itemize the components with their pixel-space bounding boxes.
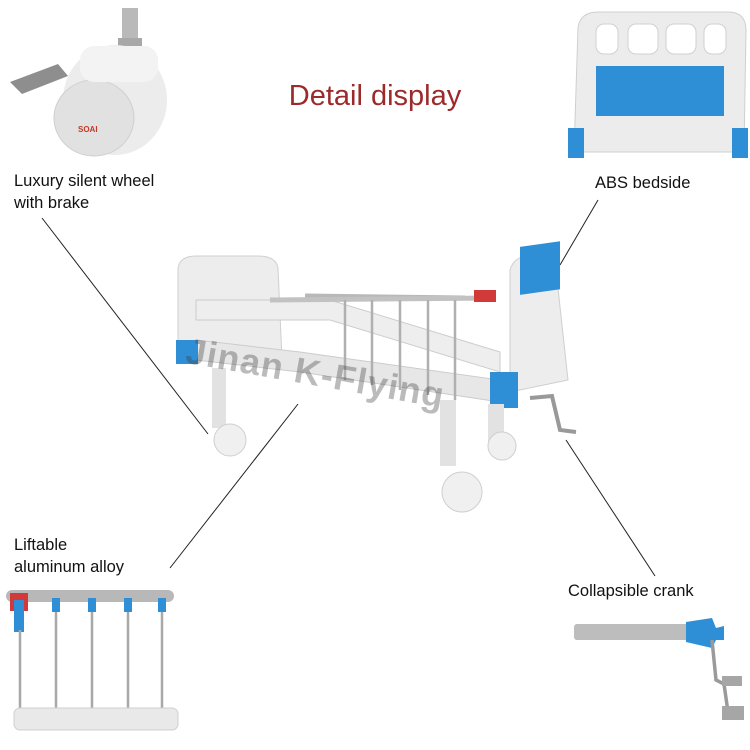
guard-rail-image	[6, 590, 179, 731]
label-rail: Liftable aluminum alloy	[14, 534, 124, 578]
hospital-bed-image	[176, 241, 577, 513]
label-rail-line1: Liftable	[14, 536, 68, 554]
callout-line-wheel	[41, 217, 209, 435]
callout-lines	[41, 199, 656, 577]
callout-line-bedside	[559, 199, 599, 266]
label-bedside: ABS bedside	[595, 174, 691, 192]
callout-line-crank	[565, 439, 656, 577]
label-wheel-line2: with brake	[14, 194, 90, 212]
caster-wheel-image	[10, 8, 167, 157]
label-wheel-line1: Luxury silent wheel	[14, 172, 155, 190]
label-wheel: Luxury silent wheel with brake	[14, 170, 154, 214]
label-rail-line2: aluminum alloy	[14, 558, 125, 576]
label-crank: Collapsible crank	[568, 582, 694, 600]
crank-handle-image	[574, 618, 744, 720]
page-title: Detail display	[288, 80, 462, 112]
abs-headboard-image	[568, 11, 748, 158]
callout-line-rail	[169, 403, 299, 569]
wheel-brand-logo: SOAI	[78, 125, 98, 134]
